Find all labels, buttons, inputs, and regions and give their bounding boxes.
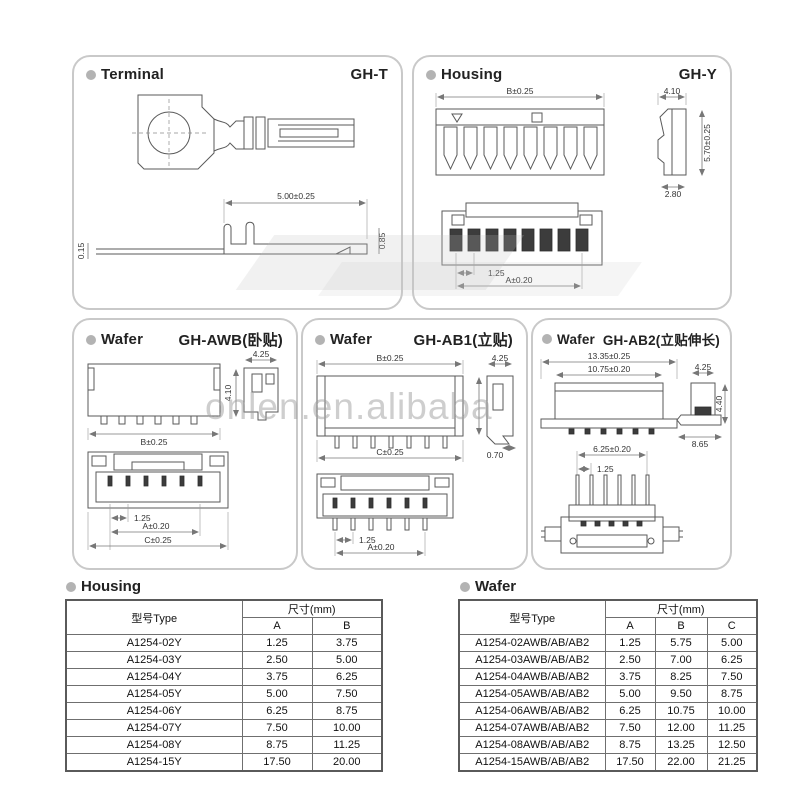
dim-label: 1.25 <box>134 513 151 523</box>
part-code: GH-AB2(立贴伸长) <box>602 333 720 348</box>
bullet-icon <box>460 581 470 592</box>
dim-label: 5.00±0.25 <box>277 191 315 201</box>
panel-title: Wafer <box>101 331 144 348</box>
housing-drawing: B±0.25 4.10 5.70±0.25 2.80 1.25 A±0.20 <box>435 86 712 289</box>
dim-label: 6.25±0.20 <box>593 444 631 454</box>
dim-label: A±0.20 <box>506 275 533 285</box>
panel-wafer-awb: Wafer GH-AWB(卧贴) B±0.25 4.25 4.10 <box>72 318 298 570</box>
panel-title: Wafer <box>330 331 373 348</box>
dim-label: 1.25 <box>488 268 505 278</box>
panel-wafer-ab2: Wafer GH-AB2(立贴伸长) 13.35±0.25 10.75±0.20… <box>531 318 732 570</box>
panel-wafer-ab2-header: Wafer GH-AB2(立贴伸长) <box>533 320 730 349</box>
dim-label: B±0.25 <box>377 353 404 363</box>
bullet-icon <box>86 69 96 80</box>
panel-title: Housing <box>441 66 503 83</box>
part-code: GH-AWB(卧贴) <box>178 332 283 349</box>
dim-label: 1.25 <box>597 464 614 474</box>
dim-label: 4.40 <box>714 395 724 412</box>
section-title: Wafer <box>475 578 517 595</box>
dim-label: 4.25 <box>253 350 270 359</box>
panel-terminal: Terminal GH-T 5.00±0.25 0.15 0.85 <box>72 55 403 310</box>
dim-label: C±0.25 <box>376 447 404 457</box>
dim-label: 4.25 <box>492 353 509 363</box>
section-housing: Housing <box>66 578 141 595</box>
dim-label: 8.65 <box>692 439 709 449</box>
panel-housing-header: Housing GH-Y <box>414 57 730 83</box>
dim-label: 13.35±0.25 <box>588 351 631 361</box>
bullet-icon <box>542 334 552 344</box>
part-code: GH-Y <box>678 66 717 83</box>
panel-housing: Housing GH-Y B±0.25 4.10 5.70±0.25 2.80 <box>412 55 732 310</box>
dim-label: 1.25 <box>359 535 376 545</box>
bullet-icon <box>426 69 436 80</box>
dim-label: B±0.25 <box>141 437 168 447</box>
dim-label: 0.70 <box>487 450 504 460</box>
dim-label: 10.75±0.20 <box>588 364 631 374</box>
col-header-dim: 尺寸(mm) <box>604 599 758 618</box>
bullet-icon <box>66 581 76 592</box>
part-code: GH-AB1(立贴) <box>413 332 513 349</box>
dim-label: 4.10 <box>664 86 681 96</box>
dim-label: C±0.25 <box>144 535 172 545</box>
panel-title: Wafer <box>557 331 596 347</box>
dim-label: B±0.25 <box>507 86 534 96</box>
dim-label: 4.10 <box>223 384 233 401</box>
part-code: GH-T <box>350 66 388 83</box>
wafer-ab2-drawing: 13.35±0.25 10.75±0.20 4.25 4.40 8.65 6.2… <box>540 351 728 554</box>
panel-title: Terminal <box>101 66 165 83</box>
col-header-type: 型号Type <box>65 599 243 635</box>
panel-wafer-ab1: Wafer GH-AB1(立贴) B±0.25 C±0.25 4.25 0.70 <box>301 318 528 570</box>
dim-label: 0.15 <box>76 242 86 259</box>
col-header-a: A <box>604 617 656 635</box>
dim-label: 0.85 <box>377 232 387 249</box>
panel-wafer-awb-header: Wafer GH-AWB(卧贴) <box>74 320 296 350</box>
section-title: Housing <box>81 578 141 595</box>
col-header-b: B <box>311 617 383 635</box>
dim-label: 4.25 <box>695 362 712 372</box>
dim-label: A±0.20 <box>143 521 170 531</box>
col-header-a: A <box>241 617 313 635</box>
col-header-dim: 尺寸(mm) <box>241 599 383 618</box>
panel-wafer-ab1-header: Wafer GH-AB1(立贴) <box>303 320 526 350</box>
col-header-b: B <box>654 617 708 635</box>
bullet-icon <box>86 334 96 345</box>
col-header-c: C <box>706 617 758 635</box>
bullet-icon <box>315 334 325 345</box>
col-header-type: 型号Type <box>458 599 606 635</box>
dim-label: 5.70±0.25 <box>702 124 712 162</box>
dim-label: A±0.20 <box>368 542 395 552</box>
panel-terminal-header: Terminal GH-T <box>74 57 401 83</box>
wafer-ab1-drawing: B±0.25 C±0.25 4.25 0.70 1.25 A±0.20 <box>316 353 516 556</box>
section-wafer: Wafer <box>460 578 516 595</box>
dim-label: 2.80 <box>665 189 682 199</box>
terminal-drawing: 5.00±0.25 0.15 0.85 <box>76 94 387 259</box>
wafer-awb-drawing: B±0.25 4.25 4.10 1.25 A±0.20 C±0.25 <box>87 350 279 550</box>
